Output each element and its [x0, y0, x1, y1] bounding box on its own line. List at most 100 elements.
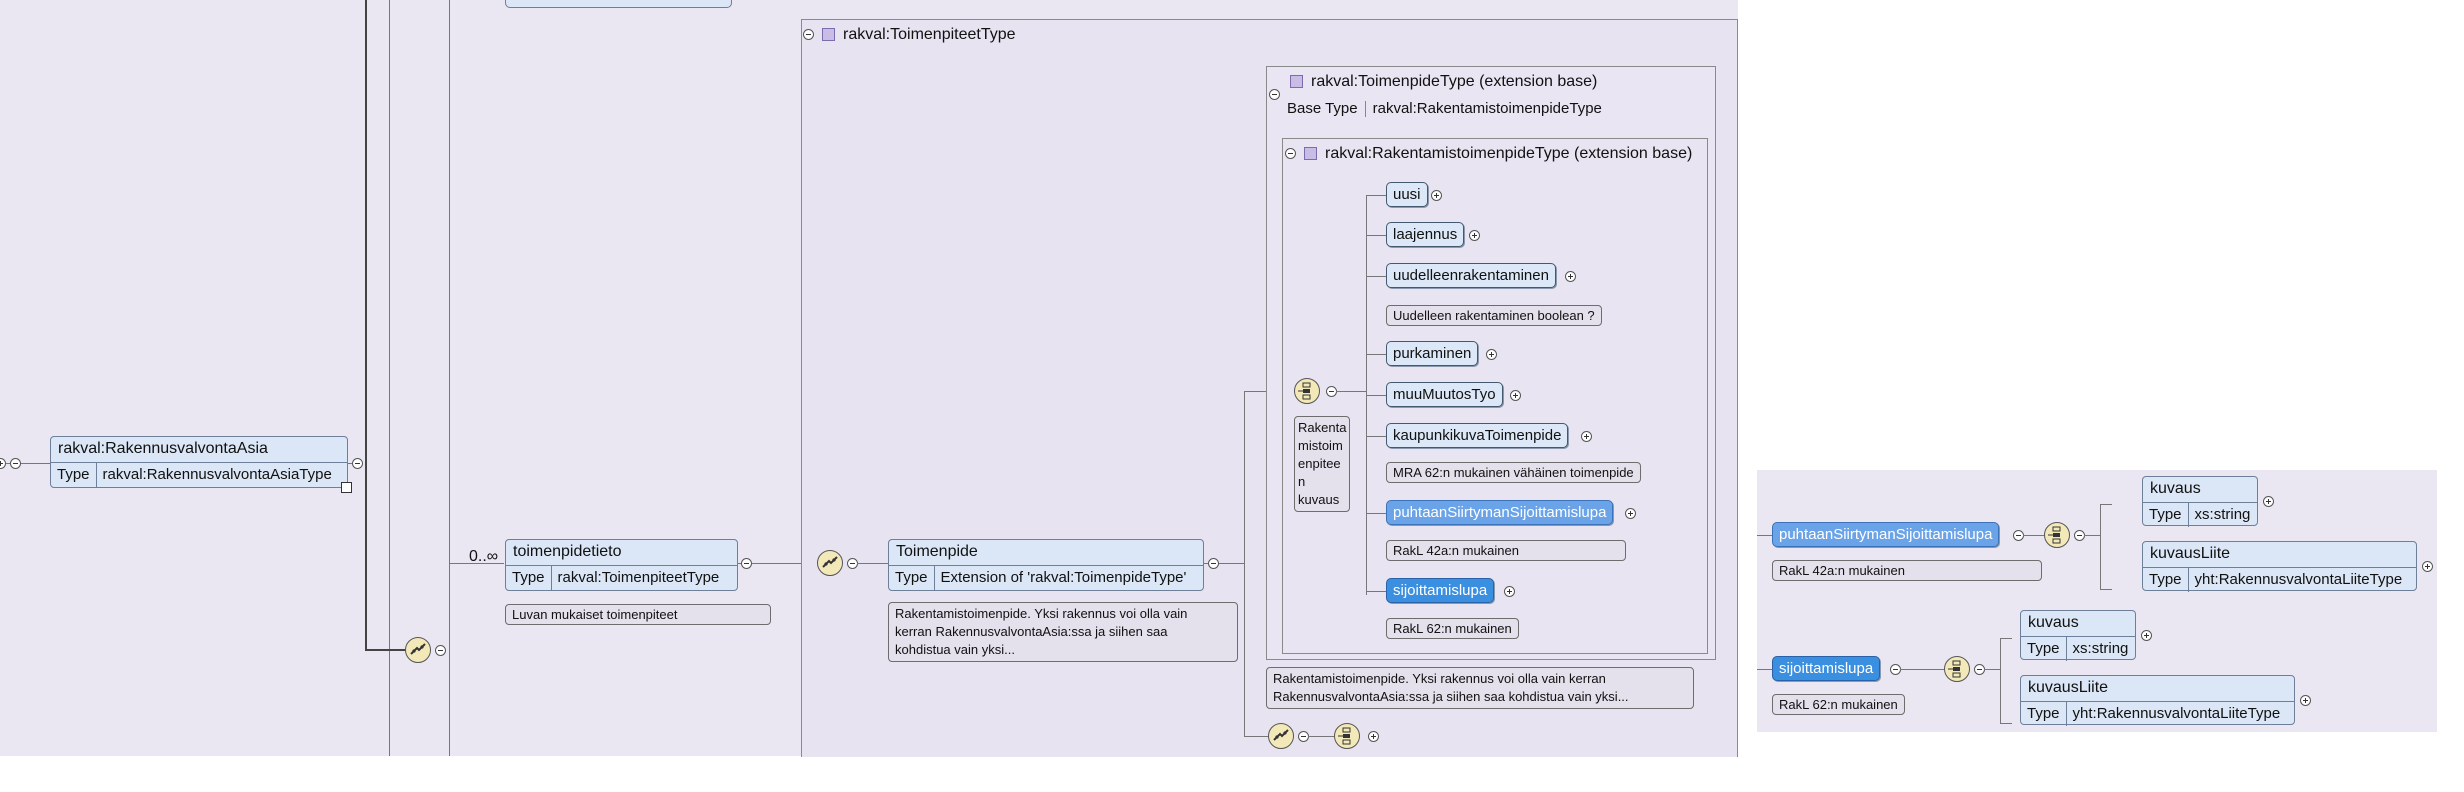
connector-line — [1900, 669, 1944, 670]
choice-purkaminen[interactable]: purkaminen — [1386, 341, 1479, 366]
note-line: Rakentamistoimenpide. Yksi rakennus voi … — [1273, 671, 1606, 686]
connector-line — [1366, 591, 1386, 592]
element-name: kuvaus — [2028, 614, 2079, 631]
collapse-icon[interactable] — [803, 29, 814, 40]
expand-icon[interactable] — [2300, 695, 2311, 706]
note-line: mistoim — [1298, 438, 1343, 453]
connector-line — [2100, 589, 2112, 590]
element-name: Toimenpide — [896, 543, 978, 560]
collapse-icon[interactable] — [352, 458, 363, 469]
expand-icon[interactable] — [2263, 496, 2274, 507]
expand-icon[interactable] — [1486, 349, 1497, 360]
expand-icon[interactable] — [1469, 230, 1480, 241]
element-name: kuvausLiite — [2028, 679, 2109, 696]
expand-icon[interactable] — [1431, 190, 1442, 201]
collapse-icon[interactable] — [1208, 558, 1219, 569]
group-icon — [822, 28, 835, 42]
type-value: rakval:ToimenpiteetType — [557, 569, 720, 586]
connector-line — [6, 463, 50, 464]
annotation-note: RakL 62:n mukainen — [1772, 694, 1905, 715]
connector-line — [2000, 638, 2012, 639]
connector-line — [2000, 723, 2012, 724]
connector-line — [2100, 504, 2101, 590]
expand-icon[interactable] — [1504, 586, 1515, 597]
connector-line — [857, 563, 888, 564]
base-type-value: rakval:RakentamistoimenpideType — [1372, 100, 1602, 117]
group-title: rakval:ToimenpiteetType — [822, 26, 1016, 44]
choice-uudelleenrakentaminen[interactable]: uudelleenrakentaminen — [1386, 263, 1556, 288]
connector-line — [2100, 504, 2112, 505]
connector-line — [1204, 563, 1244, 564]
annotation-note: RakL 42a:n mukainen — [1386, 540, 1626, 561]
sequence-icon[interactable] — [1268, 723, 1294, 749]
expand-icon[interactable] — [2422, 561, 2433, 572]
note-line: kerran RakennusvalvontaAsia:ssa ja siihe… — [895, 624, 1168, 639]
note-line: kuvaus — [1298, 492, 1340, 507]
connector-line — [1757, 669, 1772, 670]
group-title: rakval:RakentamistoimenpideType (extensi… — [1304, 145, 1692, 163]
expand-icon[interactable] — [1368, 731, 1379, 742]
connector-line — [1308, 736, 1334, 737]
collapse-icon[interactable] — [435, 645, 446, 656]
collapse-icon[interactable] — [10, 458, 21, 469]
collapse-icon[interactable] — [1285, 148, 1296, 159]
note-line: Rakenta — [1298, 420, 1347, 435]
choice-uusi[interactable]: uusi — [1386, 182, 1428, 207]
connector-line — [449, 563, 504, 564]
group-icon — [1304, 147, 1317, 161]
type-label: Type — [889, 566, 935, 590]
detail-panel: puhtaanSiirtymanSijoittamislupa RakL 42a… — [1757, 470, 2437, 732]
connector-line — [1366, 354, 1386, 355]
group-title-text: rakval:ToimenpideType (extension base) — [1311, 73, 1598, 90]
expand-icon[interactable] — [1581, 431, 1592, 442]
expand-icon[interactable] — [1510, 390, 1521, 401]
sequence-icon[interactable] — [2044, 522, 2070, 548]
connector-line — [1244, 391, 1245, 737]
connector-line — [1757, 535, 1772, 536]
collapse-icon[interactable] — [741, 558, 752, 569]
connector-line — [1984, 669, 2000, 670]
clipped-element[interactable] — [505, 0, 732, 8]
detail-sijoittamislupa[interactable]: sijoittamislupa — [1772, 656, 1881, 681]
choice-kaupunkikuvatoimenpide[interactable]: kaupunkikuvaToimenpide — [1386, 423, 1569, 448]
expand-icon[interactable] — [1625, 508, 1636, 519]
note-line: enpitee — [1298, 456, 1341, 471]
detail-puhtaansiirtymansijoittamislupa[interactable]: puhtaanSiirtymanSijoittamislupa — [1772, 522, 2000, 547]
note-line: kohdistua vain yksi... — [895, 642, 1015, 657]
annotation-note: MRA 62:n mukainen vähäinen toimenpide — [1386, 462, 1641, 483]
root-element-name: rakval:RakennusvalvontaAsia — [58, 440, 268, 457]
expand-icon[interactable] — [1565, 271, 1576, 282]
connector-line — [1336, 391, 1366, 392]
choice-laajennus[interactable]: laajennus — [1386, 222, 1465, 247]
choice-icon[interactable] — [1294, 378, 1320, 404]
type-label: Type — [2021, 702, 2067, 726]
occurrence-label: 0..∞ — [469, 548, 499, 565]
connector-line — [1366, 276, 1386, 277]
expand-icon[interactable] — [2141, 630, 2152, 641]
connector-line — [1366, 436, 1386, 437]
group-icon — [1290, 75, 1303, 89]
connector-line — [2000, 638, 2001, 724]
annotation-note: Uudelleen rakentaminen boolean ? — [1386, 305, 1602, 326]
type-label: Type — [2143, 503, 2189, 527]
choice-puhtaansiirtymansijoittamislupa[interactable]: puhtaanSiirtymanSijoittamislupa — [1386, 500, 1614, 525]
choice-muumuutostyo[interactable]: muuMuutosTyo — [1386, 382, 1503, 407]
connector-line — [738, 563, 818, 564]
connector-line — [389, 0, 390, 756]
sequence-icon[interactable] — [1944, 656, 1970, 682]
collapse-icon[interactable] — [1269, 89, 1280, 100]
element-name: kuvaus — [2150, 480, 2201, 497]
link-icon[interactable] — [341, 482, 352, 493]
choice-sijoittamislupa[interactable]: sijoittamislupa — [1386, 578, 1495, 603]
choice-icon[interactable] — [1334, 723, 1360, 749]
sequence-icon[interactable] — [405, 637, 431, 663]
sequence-icon[interactable] — [817, 550, 843, 576]
